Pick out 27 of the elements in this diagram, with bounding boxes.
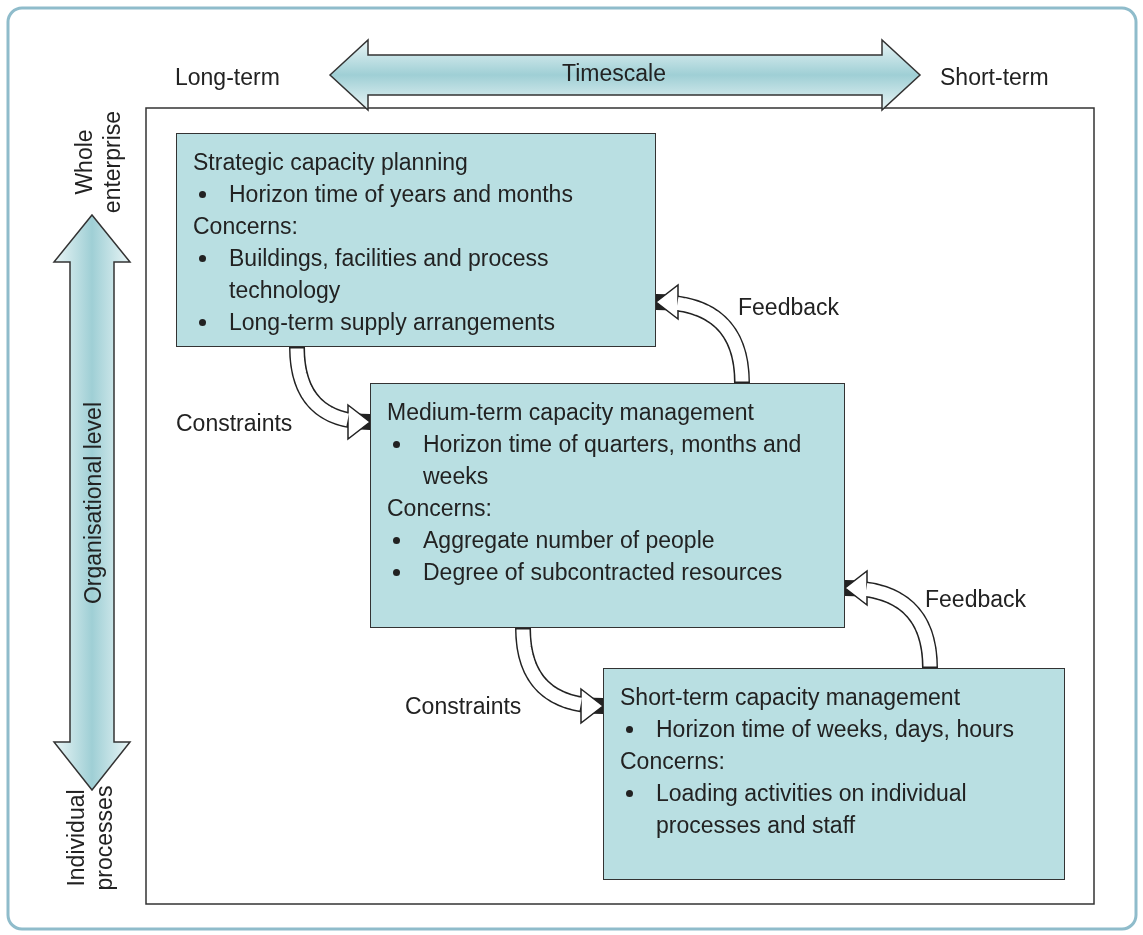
bullet-text: Horizon time of quarters, months and weeks (423, 431, 802, 489)
bullet-text: Buildings, facilities and process technology (229, 245, 549, 303)
bullet-text: Horizon time of years and months (229, 181, 573, 207)
axis-label: Organisational level (79, 401, 107, 606)
axis-label: Timescale (562, 59, 666, 87)
concerns-heading: Concerns: (620, 747, 726, 776)
process-box (370, 383, 845, 628)
box-heading: Medium-term capacity management (387, 398, 755, 427)
bullet-text: Aggregate number of people (423, 527, 715, 553)
edge-label: Constraints (405, 692, 522, 720)
scale-end-label: Short-term (940, 63, 1049, 91)
edge-label: Feedback (738, 293, 839, 321)
concerns-heading: Concerns: (193, 212, 299, 241)
box-heading: Strategic capacity planning (193, 148, 469, 177)
process-box (603, 668, 1065, 880)
bullet-text: Degree of subcontracted resources (423, 559, 783, 585)
box-heading: Short-term capacity management (620, 683, 962, 712)
scale-end-label: Long-term (175, 63, 280, 91)
process-box (176, 133, 656, 347)
scale-end-label: Individual processes (62, 784, 118, 893)
edge-label: Feedback (925, 585, 1026, 613)
bullet-text: Long-term supply arrangements (229, 309, 555, 335)
bullet-text: Horizon time of weeks, days, hours (656, 716, 1014, 742)
scale-end-label: Whole enterprise (70, 109, 126, 216)
bullet-text: Loading activities on individual processes and staff (656, 780, 967, 838)
concerns-heading: Concerns: (387, 494, 493, 523)
edge-label: Constraints (176, 409, 293, 437)
